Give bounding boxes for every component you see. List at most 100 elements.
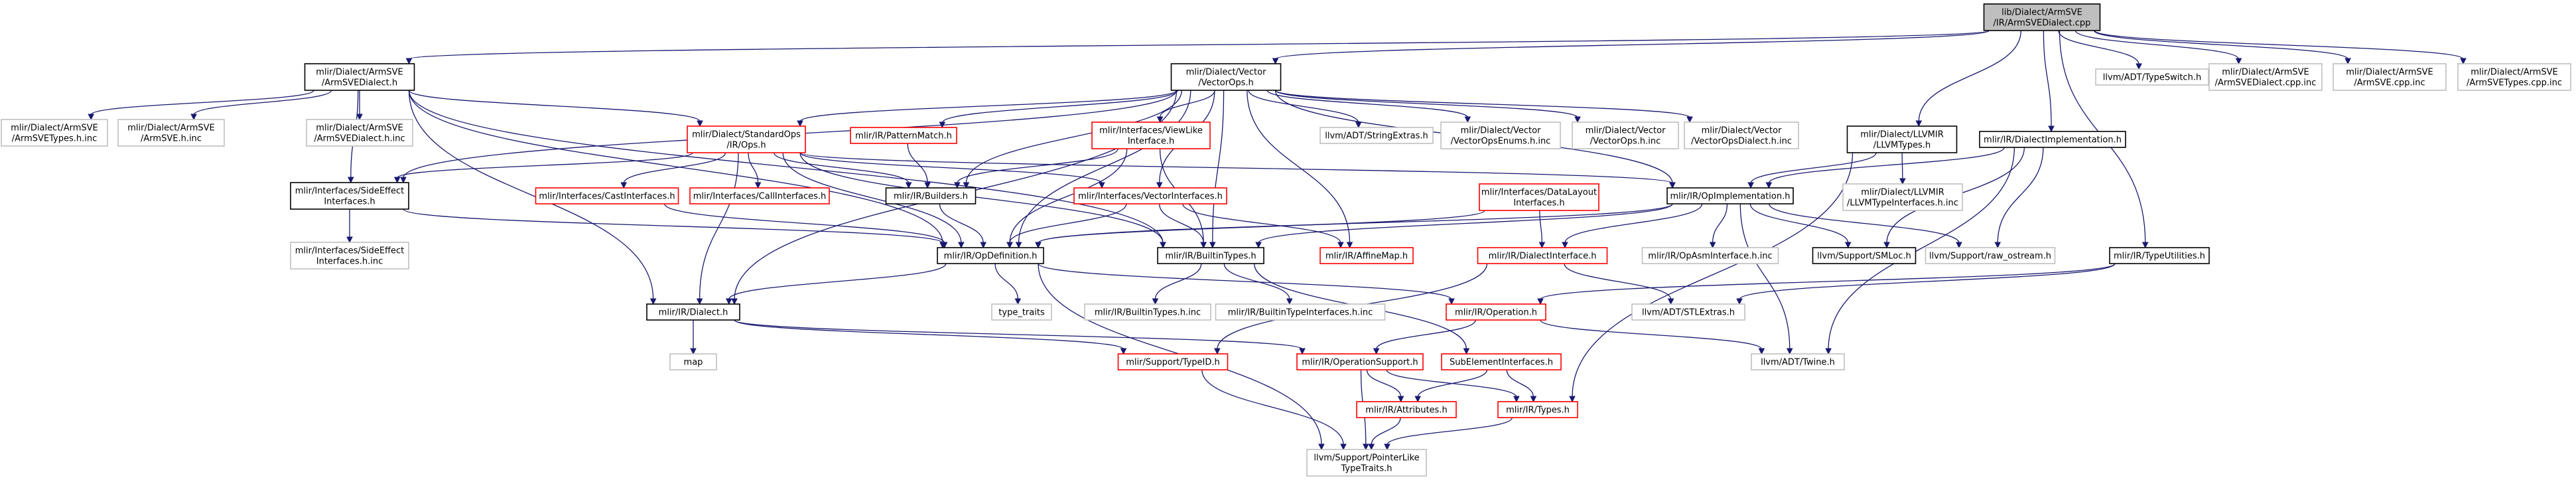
node-label-line: /ArmSVEDialect.h [322, 78, 397, 88]
node-vectorops_h[interactable]: mlir/Dialect/Vector/VectorOps.h [1170, 63, 1282, 91]
arrowhead-vectorops_h-to-builders_h [963, 182, 970, 189]
node-smloc_h[interactable]: llvm/Support/SMLoc.h [1812, 247, 1917, 264]
edge-op_impl_h-to-dialect_interface_h [1564, 203, 1703, 244]
node-label-line: mlir/IR/AffineMap.h [1325, 252, 1408, 262]
node-type_id_h[interactable]: mlir/Support/TypeID.h [1117, 353, 1229, 370]
node-label-line: llvm/ADT/STLExtras.h [1642, 308, 1735, 318]
node-armsve_h[interactable]: mlir/Dialect/ArmSVE/ArmSVEDialect.h [304, 63, 415, 91]
edge-armsve_h-to-stdops_h [408, 90, 701, 122]
node-call_interfaces_h[interactable]: mlir/Interfaces/CallInterfaces.h [689, 187, 830, 204]
node-vector_interfaces_h[interactable]: mlir/Interfaces/VectorInterfaces.h [1073, 187, 1227, 204]
arrowhead-vectorops_h-to-dialect_h [731, 298, 738, 305]
node-label-line: mlir/Dialect/LLVMIR [1861, 188, 1944, 198]
node-label-line: mlir/IR/OperationSupport.h [1302, 358, 1418, 368]
arrowhead-vectorops_h-to-stdops_h [797, 120, 803, 127]
arrowhead-vector_interfaces_h-to-builtin_types_h [1200, 242, 1207, 249]
node-armsve_dialect_cpp_inc: mlir/Dialect/ArmSVE/ArmSVEDialect.cpp.in… [2208, 63, 2323, 91]
node-llvm_type_interfaces_h_inc: mlir/Dialect/LLVMIR/LLVMTypeInterfaces.h… [1842, 183, 1963, 211]
edge-stdops_h-to-call_interfaces_h [748, 152, 759, 184]
node-types_h[interactable]: mlir/IR/Types.h [1497, 401, 1578, 418]
edge-root-to-armsve_types_cpp_inc [2094, 30, 2464, 60]
node-operation_support_h[interactable]: mlir/IR/OperationSupport.h [1296, 353, 1424, 370]
node-dialect_h[interactable]: mlir/IR/Dialect.h [646, 303, 740, 321]
node-box [1846, 125, 1958, 153]
node-op_impl_h[interactable]: mlir/IR/OpImplementation.h [1666, 187, 1794, 204]
node-box [1842, 183, 1963, 211]
arrowhead-root-to-armsve_cpp_inc [2344, 58, 2351, 65]
node-llvmir_types_h[interactable]: mlir/Dialect/LLVMIR/LLVMTypes.h [1846, 125, 1958, 153]
node-label-line: mlir/Interfaces/SideEffect [295, 246, 405, 256]
node-subelement_h[interactable]: SubElementInterfaces.h [1441, 353, 1562, 370]
node-op_definition_h[interactable]: mlir/IR/OpDefinition.h [937, 247, 1044, 264]
node-twine_h: llvm/ADT/Twine.h [1751, 353, 1845, 370]
arrowhead-root-to-dialect_impl_h [2048, 125, 2055, 133]
edge-op_definition_h-to-operation_h [1038, 263, 1452, 300]
edge-vectorops_h-to-viewlike_h [1159, 90, 1215, 118]
edge-armsve_h-to-armsve_types_h_inc [90, 90, 314, 116]
arrowhead-op_impl_h-to-builtin_types_h [1255, 242, 1262, 249]
node-affine_map_h[interactable]: mlir/IR/AffineMap.h [1320, 247, 1414, 264]
node-label-line: llvm/ADT/TypeSwitch.h [2103, 73, 2201, 83]
node-box [290, 182, 409, 210]
edge-root-to-armsve_h [408, 30, 1990, 60]
node-builtin_types_h[interactable]: mlir/IR/BuiltinTypes.h [1157, 247, 1264, 264]
edge-dialect_h-to-type_id_h [734, 319, 1124, 350]
node-label-line: mlir/Dialect/Vector [1461, 126, 1542, 136]
node-label-line: mlir/Dialect/ArmSVE [316, 68, 403, 78]
node-operation_h[interactable]: mlir/IR/Operation.h [1446, 303, 1546, 321]
arrowhead-builtin_types_h-to-builtin_type_interfaces_h_inc [1286, 298, 1293, 305]
node-label-line: mlir/IR/BuiltinTypes.h.inc [1095, 308, 1201, 318]
node-box [850, 127, 957, 144]
edge-op_impl_h-to-twine_h [1739, 203, 1791, 350]
node-pattern_match_h[interactable]: mlir/IR/PatternMatch.h [850, 127, 957, 144]
node-box [1117, 353, 1229, 370]
node-box [1572, 121, 1679, 149]
node-typeswitch: llvm/ADT/TypeSwitch.h [2095, 68, 2209, 86]
arrowhead-armsve_h-to-armsve_types_h_inc [88, 114, 95, 121]
node-stdops_h[interactable]: mlir/Dialect/StandardOps/IR/Ops.h [687, 125, 806, 153]
arrowhead-armsve_h-to-side_effect_h [347, 177, 354, 184]
edge-builtin_types_h-to-builtin_types_h_inc [1154, 263, 1202, 300]
arrowhead-operation_support_h-to-types_h [1513, 396, 1520, 403]
node-label-line: mlir/IR/OpAsmInterface.h.inc [1648, 252, 1772, 262]
arrowhead-op_impl_h-to-smloc_h [1844, 242, 1852, 249]
arrowhead-armsve_h-to-armsve_dialect_h_inc [356, 114, 363, 121]
node-label-line: mlir/IR/TypeUtilities.h [2114, 252, 2205, 262]
node-box [885, 187, 977, 204]
arrowhead-op_impl_h-to-dialect_interface_h [1562, 242, 1568, 249]
node-attributes_h[interactable]: mlir/IR/Attributes.h [1356, 401, 1457, 418]
edge-root-to-llvmir_types_h [1918, 30, 2021, 122]
edge-vector_interfaces_h-to-op_definition_h [1009, 203, 1127, 244]
edge-dialect_interface_h-to-stl_extras_h [1564, 263, 1672, 300]
node-box [669, 353, 717, 370]
edge-vectorops_h-to-affine_map_h [1247, 90, 1351, 244]
arrowhead-dialect_impl_h-to-op_impl_h [1765, 182, 1773, 189]
edge-operation_h-to-operation_support_h [1375, 319, 1476, 350]
edge-pattern_match_h-to-builders_h [907, 143, 928, 184]
arrowhead-op_definition_h-to-operation_h [1448, 298, 1455, 305]
node-box [1631, 303, 1745, 321]
node-label-line: mlir/Dialect/ArmSVE [11, 123, 98, 133]
arrowhead-stdops_h-to-vector_interfaces_h [1099, 182, 1105, 189]
arrowhead-type_id_h-to-pointer_like_h [1340, 443, 1347, 451]
node-cast_interfaces_h[interactable]: mlir/Interfaces/CastInterfaces.h [535, 187, 679, 204]
arrowhead-subelement_h-to-types_h [1530, 396, 1537, 403]
edge-stdops_h-to-op_impl_h [799, 152, 1673, 184]
arrowhead-armsve_h-to-armsve_h_inc [190, 114, 197, 121]
arrowhead-stdops_h-to-cast_interfaces_h [620, 182, 628, 189]
edge-vectorops_h-to-pattern_match_h [941, 90, 1178, 123]
node-dialect_impl_h[interactable]: mlir/IR/DialectImplementation.h [1979, 131, 2126, 148]
edge-vectorops_h-to-vectorops_enums_h_inc [1266, 90, 1468, 118]
node-type_utilities_h[interactable]: mlir/IR/TypeUtilities.h [2109, 247, 2210, 264]
arrowhead-root-to-llvmir_types_h [1915, 120, 1923, 127]
edge-types_h-to-pointer_like_h [1387, 417, 1513, 445]
node-dialect_interface_h[interactable]: mlir/IR/DialectInterface.h [1477, 247, 1608, 264]
node-builders_h[interactable]: mlir/IR/Builders.h [885, 187, 977, 204]
node-armsve_types_cpp_inc: mlir/Dialect/ArmSVE/ArmSVETypes.cpp.inc [2457, 63, 2571, 91]
arrowhead-root-to-armsve_types_cpp_inc [2460, 58, 2467, 65]
